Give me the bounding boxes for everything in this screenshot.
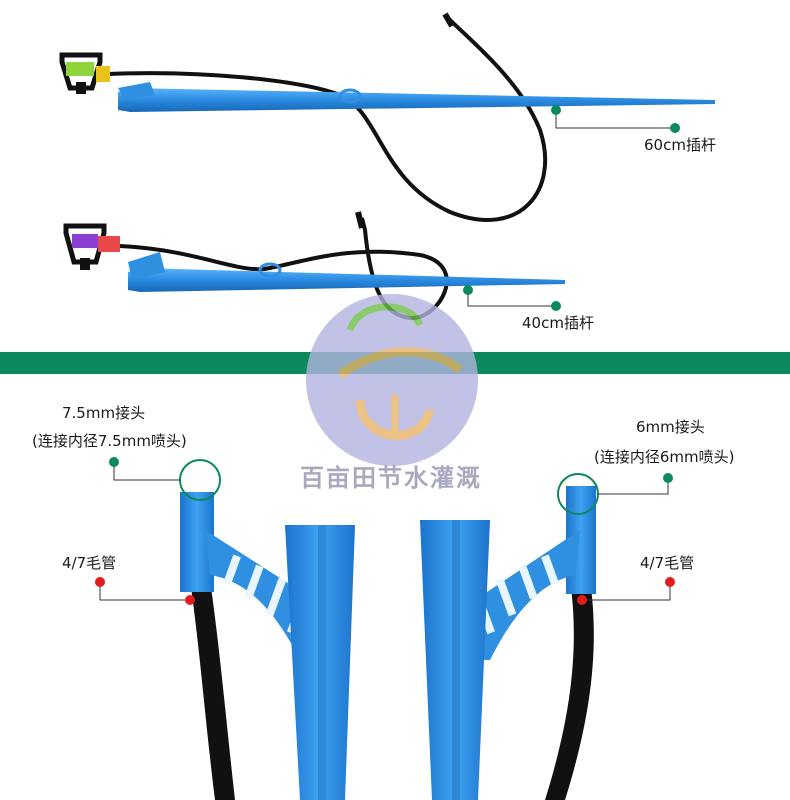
label-tube-left: 4/7毛管 <box>62 554 117 572</box>
brand-logo-watermark <box>306 294 478 466</box>
label-connector-6mm: 6mm接头 <box>636 418 705 436</box>
capillary-tube <box>545 580 594 800</box>
stake-closeup-right <box>420 486 596 800</box>
stake-bracket <box>118 82 155 100</box>
label-rod-40cm: 40cm插杆 <box>522 314 594 332</box>
marker-dot-green <box>670 123 680 133</box>
marker-dot-green <box>463 285 473 295</box>
brand-watermark-text: 百亩田节水灌溉 <box>300 463 482 492</box>
marker-dot-red <box>185 595 195 605</box>
label-connector-6mm-desc: (连接内径6mm喷头) <box>594 448 735 466</box>
leader-line-60 <box>555 110 675 129</box>
marker-dot-red <box>95 577 105 587</box>
stake-rod-60cm <box>118 88 715 112</box>
stake-closeup-left <box>180 492 355 800</box>
marker-dot-red <box>577 595 587 605</box>
marker-dot-green <box>663 473 673 483</box>
leader-line-tube-left <box>99 582 190 601</box>
label-tube-right: 4/7毛管 <box>640 554 695 572</box>
leader-line-tube-right <box>582 582 671 601</box>
label-connector-7.5mm: 7.5mm接头 <box>62 404 146 422</box>
marker-dot-green <box>551 105 561 115</box>
tube-barb-end <box>442 12 455 28</box>
label-rod-60cm: 60cm插杆 <box>644 136 716 154</box>
stake-60cm-assembly <box>107 12 715 222</box>
tube-clip <box>258 262 282 278</box>
leader-line-40 <box>467 290 556 307</box>
capillary-tube <box>107 16 548 222</box>
tube-clip <box>338 88 362 104</box>
label-connector-7.5mm-desc: (连接内径7.5mm喷头) <box>32 432 187 450</box>
stake-40cm-assembly <box>119 211 565 321</box>
leader-line-conn-left <box>113 462 180 481</box>
stake-bracket <box>128 252 165 280</box>
marker-dot-red <box>665 577 675 587</box>
marker-dot-green <box>551 301 561 311</box>
capillary-tube <box>190 580 235 800</box>
tube-barb-end <box>355 211 365 229</box>
leader-line-conn-right <box>598 478 669 495</box>
sprinkler-head-purple <box>63 223 120 270</box>
stake-rod-40cm <box>128 268 565 292</box>
marker-dot-green <box>109 457 119 467</box>
sprinkler-head-yellow <box>59 52 110 94</box>
